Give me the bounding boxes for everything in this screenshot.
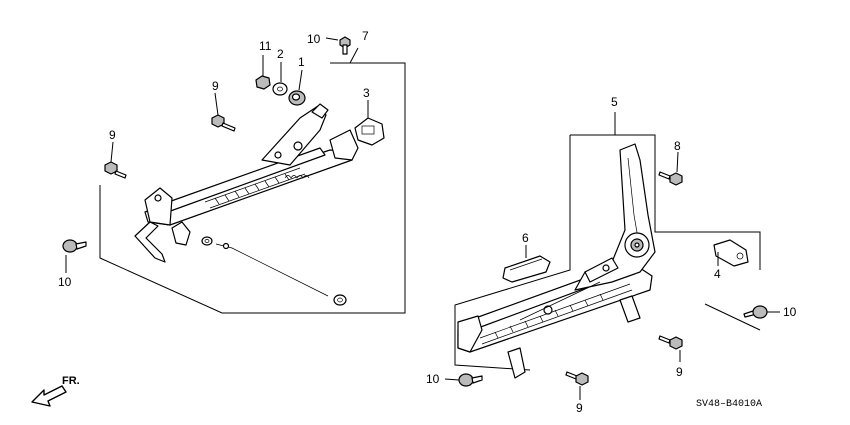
callout-3: 3 <box>363 86 370 100</box>
callout-11: 11 <box>259 39 272 53</box>
clip-4 <box>713 239 749 267</box>
left-seat-track-assembly <box>62 36 406 314</box>
bolt-10-top <box>339 36 351 55</box>
arrow-icon <box>31 385 67 407</box>
collar-1 <box>288 90 306 106</box>
clip-3 <box>354 117 385 146</box>
callout-10-top: 10 <box>307 32 321 46</box>
callout-7: 7 <box>362 29 369 43</box>
right-seat-track-assembly <box>444 112 780 400</box>
bolt-10-left <box>62 239 87 253</box>
bolt-9-right <box>658 335 683 350</box>
recliner-link-arm <box>261 105 327 166</box>
washer-2 <box>272 82 288 96</box>
callout-9-bottom: 9 <box>576 401 583 415</box>
callout-4: 4 <box>714 267 721 281</box>
seat-track-rail <box>144 149 353 226</box>
callout-2: 2 <box>277 47 284 61</box>
bolt-8 <box>658 171 683 186</box>
callout-9-left: 9 <box>109 128 116 142</box>
bolt-9-left <box>104 161 127 179</box>
callout-9-upper: 9 <box>212 79 219 93</box>
bolt-9-bottom <box>565 371 589 386</box>
callout-9-right: 9 <box>676 365 683 379</box>
bolt-9-upper <box>211 114 236 132</box>
callout-10-left: 10 <box>58 275 72 289</box>
release-handle-bar <box>134 221 166 263</box>
group-7-bracket <box>99 62 406 314</box>
group-5-bracket <box>570 134 761 270</box>
callout-1: 1 <box>298 55 305 69</box>
reference-code: SV48–B4010A <box>696 399 762 410</box>
callout-6: 6 <box>522 231 529 245</box>
bolt-10-right <box>743 305 768 319</box>
front-label: FR. <box>62 375 80 387</box>
callout-8: 8 <box>674 139 681 153</box>
handle-6 <box>502 255 551 283</box>
callout-10-right: 10 <box>783 305 797 319</box>
front-direction-arrow: FR. <box>31 375 80 407</box>
bolt-10-bottom <box>458 373 483 387</box>
nut-11 <box>255 75 271 90</box>
callout-5: 5 <box>611 95 618 109</box>
callout-10-bottom: 10 <box>426 372 440 386</box>
